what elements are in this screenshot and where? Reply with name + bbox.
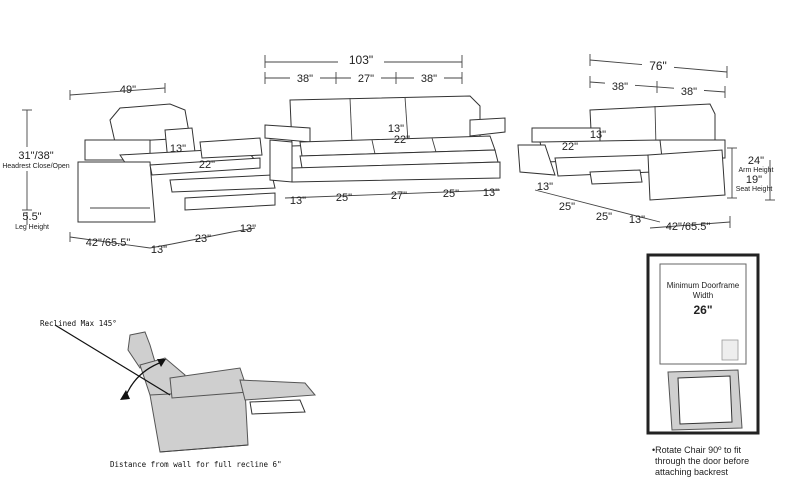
- loveseat-back-cushion: 13": [590, 129, 606, 141]
- doorframe-title-1: Minimum Doorframe: [667, 281, 740, 290]
- sofa-bottom-1: 13": [290, 195, 306, 207]
- sofa-left-base: [269, 139, 293, 183]
- chair-footrest-3: [184, 192, 276, 211]
- loveseat-footrest-2: [589, 169, 643, 185]
- doorframe-note-1: •Rotate Chair 90º to fit: [652, 445, 741, 455]
- doorframe-panel: [646, 253, 760, 435]
- doorframe-width: 26": [693, 303, 712, 317]
- doorframe-note-2: through the door before: [655, 456, 749, 466]
- chair-right-arm: [199, 137, 263, 159]
- sofa-drawing: [264, 95, 506, 183]
- sofa-back-div-1: [349, 97, 353, 144]
- sofa-base: [291, 161, 501, 183]
- sofa-seat-div-2: [431, 137, 437, 153]
- door-hinge-box: [721, 339, 739, 361]
- sofa-seat-depth: 22": [394, 134, 410, 146]
- recline-side-view: [127, 331, 317, 453]
- loveseat-right-base: [647, 149, 726, 201]
- sofa-seg1-mask: [290, 70, 320, 84]
- loveseat-seg2-mask: [674, 83, 704, 97]
- sofa-bottom-line: [284, 189, 501, 199]
- doorframe-chair-seat: [677, 375, 733, 425]
- sofa-bottom-2: 25": [336, 192, 352, 204]
- sofa-right-arm: [469, 117, 506, 137]
- chair-width-line: [69, 87, 166, 96]
- loveseat-seg1-mask: [605, 78, 635, 92]
- sofa-seg3-mask: [414, 70, 444, 84]
- sofa-back-div-2: [404, 96, 409, 142]
- sofa-seg-3: 38": [421, 73, 437, 85]
- sofa-back-cushion: 13": [388, 123, 404, 135]
- sofa-total-mask: [338, 52, 384, 66]
- sofa-bottom-3: 27": [391, 190, 407, 202]
- chair-drawing: [77, 103, 276, 223]
- sofa-total-width: 103": [349, 53, 373, 67]
- loveseat-seat-caption: Seat Height: [736, 186, 773, 193]
- recliner-footrest: [239, 379, 317, 401]
- chair-seat-depth: 22": [199, 159, 215, 171]
- loveseat-seg-1: 38": [612, 81, 628, 93]
- chair-leg-height: 5.5": [22, 211, 41, 223]
- chair-headrest-height: 31"/38": [18, 150, 53, 162]
- loveseat-seat-depth: 22": [562, 141, 578, 153]
- loveseat-bottom-2: 25": [559, 201, 575, 213]
- sofa-seg-2: 27": [358, 73, 374, 85]
- sofa-seg2-mask: [351, 70, 381, 84]
- loveseat-left-base: [517, 144, 556, 176]
- chair-foot3-line: [231, 227, 256, 233]
- loveseat-total-mask: [642, 58, 674, 72]
- sofa-bottom-5: 13": [483, 187, 499, 199]
- recliner-body: [149, 389, 249, 453]
- chair-depth: 42"/65.5": [86, 237, 131, 249]
- recline-distance-note: Distance from wall for full recline 6": [110, 460, 282, 469]
- loveseat-total-width: 76": [649, 59, 667, 73]
- recline-arrowhead-1: [120, 390, 130, 400]
- loveseat-depth: 42"/65.5": [666, 221, 711, 233]
- sofa-bottom-4: 25": [443, 188, 459, 200]
- chair-back-cushion: 13": [170, 143, 186, 155]
- sofa-left-arm: [264, 124, 311, 143]
- loveseat-bottom-4: 13": [629, 214, 645, 226]
- recliner-floor: [159, 444, 249, 453]
- chair-foot-2: 23": [195, 233, 211, 245]
- chair-foot-1: 13": [151, 244, 167, 256]
- loveseat-arm-height: 24": [748, 155, 764, 167]
- loveseat-drawing: [517, 103, 726, 201]
- sofa-seg-1: 38": [297, 73, 313, 85]
- loveseat-bottom-1: 13": [537, 181, 553, 193]
- loveseat-bottom-line: [534, 189, 661, 223]
- recline-arrowhead-2: [157, 359, 166, 367]
- loveseat-arm-caption: Arm Height: [738, 167, 773, 174]
- doorframe-title-2: Width: [693, 291, 713, 300]
- loveseat-seat-height: 19": [746, 174, 762, 186]
- chair-foot1-line: [149, 243, 173, 249]
- loveseat-depth-line: [649, 221, 731, 229]
- chair-foot2-line: [171, 231, 233, 245]
- chair-leg-caption: Leg Height: [15, 224, 49, 231]
- loveseat-bottom-3: 25": [596, 211, 612, 223]
- sofa-seat-div-1: [371, 139, 376, 155]
- loveseat-seg-2: 38": [681, 86, 697, 98]
- chair-width-label: 49": [120, 84, 136, 96]
- recline-angle-line: [54, 324, 171, 396]
- chair-footrest-1: [149, 157, 261, 176]
- chair-base: [77, 161, 156, 223]
- chair-depth-line: [69, 236, 151, 249]
- recline-max-label: Reclined Max 145°: [40, 319, 117, 328]
- chair-height-mask: [8, 147, 60, 171]
- chair-headrest-caption: Headrest Close/Open: [2, 163, 69, 170]
- chair-foot-3: 13": [240, 223, 256, 235]
- doorframe-note-3: attaching backrest: [655, 467, 729, 477]
- recliner-mechanism: [249, 399, 306, 415]
- chair-footrest-2: [169, 174, 276, 193]
